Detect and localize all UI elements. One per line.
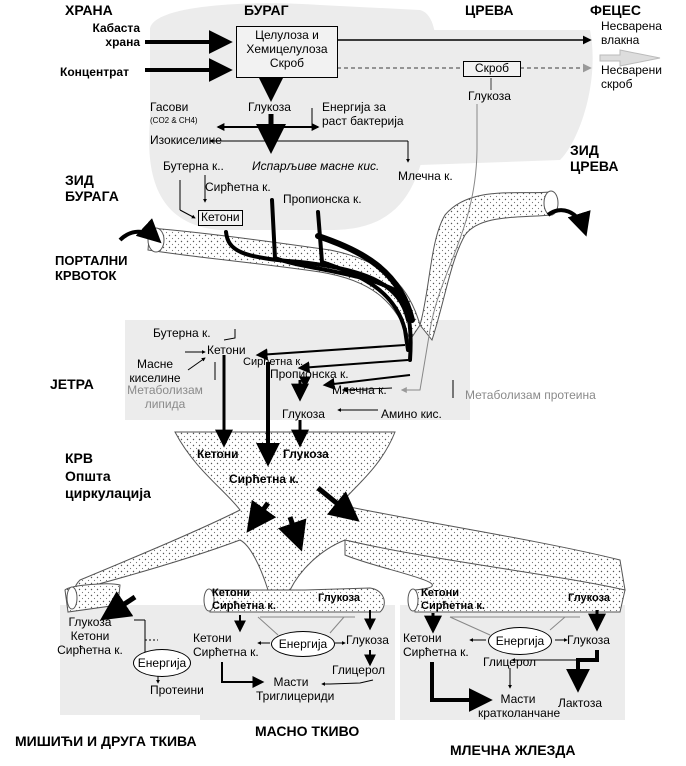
rumen-gases-sub: (CO2 & CH4)	[150, 116, 198, 125]
header-food: ХРАНА	[65, 2, 113, 18]
rumen-acetic: Сирћетна к.	[205, 180, 271, 194]
adipose-energy: Енергија	[271, 631, 335, 657]
food-roughage: Кабаста храна	[92, 21, 140, 49]
rumen-substrate-label: Целулоза и Хемицелулоза Скроб	[246, 28, 328, 70]
header-rumen: БУРАГ	[244, 2, 289, 18]
mammary-fats: Масти кратколанчане	[478, 692, 561, 720]
feces-undigested-fiber: Несварена влакна	[601, 19, 662, 47]
blood-ketones: Кетони	[197, 447, 239, 461]
rumen-lactic: Млечна к.	[398, 169, 453, 183]
muscle-substrates: Глукоза Кетони Сирћетна к.	[57, 615, 123, 657]
rumen-isoacids: Изокиселине	[150, 133, 222, 147]
liver-fatty-acids: Масне киселине	[129, 357, 181, 385]
header-liver: ЈЕТРА	[50, 376, 94, 392]
mammary-ketones: Кетони Сирћетна к.	[403, 631, 469, 659]
liver-butyric: Бутерна к.	[153, 326, 211, 340]
liver-propionic: Пропионска к.	[270, 367, 349, 381]
header-blood: КРВ Општа циркулација	[65, 450, 151, 501]
mammary-input-ketones: Кетони Сирћетна к.	[421, 587, 485, 612]
rumen-bacterial-energy: Енергија за раст бактерија	[322, 100, 404, 128]
adipose-input-glucose: Глукоза	[318, 592, 361, 604]
rumen-gases: Гасови	[150, 100, 189, 114]
liver-protein-metabolism: Метаболизам протеина	[465, 388, 596, 402]
muscle-energy-label: Енергија	[137, 656, 187, 670]
rumen-ketones: Кетони	[198, 210, 243, 226]
header-rumen-wall: ЗИД БУРАГА	[65, 172, 119, 205]
adipose-glycerol: Глицерол	[332, 663, 386, 677]
muscle-energy: Енергија	[133, 649, 191, 677]
mammary-glycerol: Глицерол	[483, 655, 537, 669]
liver-lipid-metabolism: Метаболизам липида	[127, 383, 203, 411]
liver-acetic: Сирћетна к.	[243, 356, 304, 368]
header-intestine: ЦРЕВА	[465, 2, 514, 18]
liver-lactic: Млечна к.	[332, 383, 387, 397]
header-intestine-wall: ЗИД ЦРЕВА	[570, 142, 619, 175]
liver-ketones: Кетони	[207, 343, 246, 357]
mammary-energy: Енергија	[488, 627, 552, 655]
rumen-vfa: Испарљиве масне кис.	[252, 159, 380, 173]
adipose-energy-label: Енергија	[278, 637, 328, 651]
intestine-starch: Скроб	[463, 61, 521, 77]
header-mammary: МЛЕЧНА ЖЛЕЗДА	[450, 742, 576, 758]
rumen-substrate-box: Целулоза и Хемицелулоза Скроб	[236, 26, 338, 78]
adipose-input-ketones: Кетони Сирћетна к.	[212, 587, 276, 612]
rumen-propionic: Пропионска к.	[283, 192, 362, 206]
mammary-energy-label: Енергија	[495, 634, 545, 648]
intestine-glucose: Глукоза	[468, 89, 511, 103]
food-arrows	[145, 30, 233, 82]
mammary-input-glucose: Глукоза	[568, 592, 611, 604]
blood-glucose: Глукоза	[283, 447, 329, 461]
liver-glucose: Глукоза	[282, 407, 325, 421]
rumen-butyric: Бутерна к..	[163, 159, 224, 173]
mammary-glucose: Глукоза	[567, 633, 610, 647]
blood-acetic: Сирћетна к.	[229, 472, 299, 486]
food-concentrate: Концентрат	[60, 65, 129, 79]
adipose-fats: Масти Триглицериди	[256, 675, 335, 703]
adipose-ketones: Кетони Сирћетна к.	[193, 631, 259, 659]
muscle-proteins: Протеини	[150, 683, 204, 697]
header-portal: ПОРТАЛНИ КРВОТОК	[55, 253, 128, 283]
portal-flow	[224, 198, 415, 362]
rumen-glucose: Глукоза	[248, 100, 291, 114]
header-feces: ФЕЦЕС	[590, 2, 641, 18]
liver-amino-acids: Амино кис.	[381, 407, 442, 421]
header-muscle: МИШИЋИ И ДРУГА ТКИВА	[15, 733, 197, 749]
mammary-lactose: Лактоза	[558, 696, 603, 710]
feces-undigested-starch: Несварени скроб	[601, 63, 662, 91]
adipose-glucose: Глукоза	[346, 633, 389, 647]
header-adipose: МАСНО ТКИВО	[255, 723, 360, 739]
